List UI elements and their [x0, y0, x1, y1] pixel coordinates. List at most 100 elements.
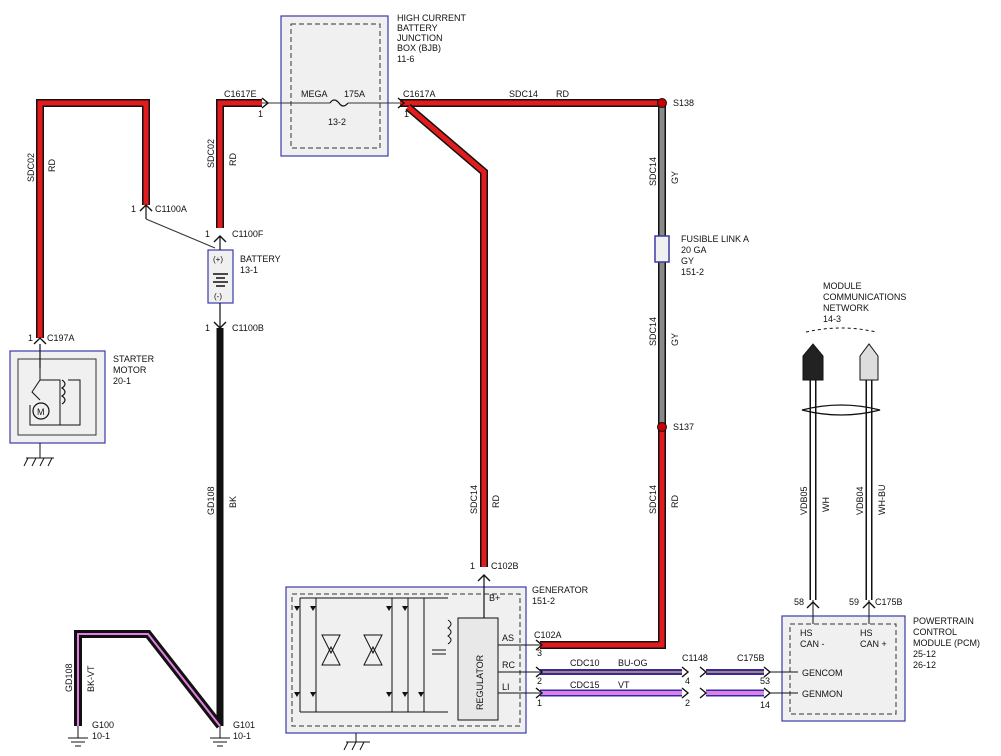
- color-buog: BU-OG: [618, 658, 648, 668]
- bjb-label-3: JUNCTION: [397, 33, 443, 43]
- fusible-link-gauge: 20 GA: [681, 245, 707, 255]
- pin-c1100a: 1: [131, 204, 136, 214]
- fuse-name: MEGA: [301, 89, 328, 99]
- connector-c197a-icon: [33, 337, 47, 345]
- circuit-vdb05: VDB05: [799, 486, 809, 515]
- connector-c1100a: C1100A: [155, 204, 187, 214]
- connector-c102b: C102B: [491, 561, 519, 571]
- mcn-label-1: MODULE: [823, 281, 862, 291]
- starter-label-2: MOTOR: [113, 365, 147, 375]
- ground-g100-ref: 10-1: [92, 731, 110, 741]
- generator-label: GENERATOR: [532, 585, 589, 595]
- ground-g101-label: G101: [233, 720, 255, 730]
- circuit-sdc14-top: SDC14: [509, 89, 538, 99]
- connector-c175b-side: C175B: [737, 653, 765, 663]
- pcm-can-minus-2: CAN -: [800, 639, 825, 649]
- bjb-label-1: HIGH CURRENT: [397, 13, 467, 23]
- rectifier-icon: [299, 597, 452, 713]
- connector-c102b-icon: [477, 574, 491, 582]
- mcn-ref: 14-3: [823, 314, 841, 324]
- splice-s138: [657, 98, 667, 108]
- pcm-genmon: GENMON: [802, 689, 843, 699]
- fuse-icon: [329, 99, 349, 107]
- pcm-label-1: POWERTRAIN: [913, 616, 974, 626]
- circuit-gd108-bkvt: GD108: [64, 663, 74, 692]
- pin-2-vt: 2: [685, 698, 690, 708]
- battery-minus: (-): [214, 292, 222, 301]
- wire-sdc14-generator: [406, 105, 487, 567]
- starter-box: [9, 350, 106, 444]
- pcm-label-3: MODULE (PCM): [913, 638, 980, 648]
- ground-g100-label: G100: [92, 720, 114, 730]
- connector-c102a: C102A: [534, 630, 562, 640]
- connector-c1617e-icon: [261, 97, 270, 109]
- wire-sdc02-battery: [216, 99, 262, 228]
- connector-c197a: C197A: [47, 333, 75, 343]
- pin-53: 53: [760, 676, 770, 686]
- connector-c1148: C1148: [682, 653, 708, 663]
- fuse-ref: 13-2: [328, 117, 346, 127]
- battery-ref: 13-1: [240, 265, 258, 275]
- fusible-link-color: GY: [681, 256, 694, 266]
- color-whbu: WH-BU: [877, 485, 887, 516]
- connector-c1617a: C1617A: [403, 89, 436, 99]
- pin-58: 58: [794, 597, 804, 607]
- splice-s137-label: S137: [673, 422, 694, 432]
- battery-label: BATTERY: [240, 254, 281, 264]
- color-gy-upper: GY: [670, 171, 680, 184]
- connector-c1148-icon: [681, 666, 708, 678]
- pin-rc: RC: [502, 660, 515, 670]
- pin-4: 4: [685, 676, 690, 686]
- motor-icon: [32, 402, 50, 420]
- pcm-ref-2: 26-12: [913, 660, 936, 670]
- mcn-label-3: NETWORK: [823, 303, 869, 313]
- pcm-can-plus-1: HS: [860, 628, 873, 638]
- pin-c197a: 1: [28, 333, 33, 343]
- pcm-can-minus-1: HS: [800, 628, 813, 638]
- circuit-sdc14-as: SDC14: [648, 485, 658, 514]
- splice-s137: [657, 422, 667, 432]
- pin-59: 59: [849, 597, 859, 607]
- fusible-link-label: FUSIBLE LINK A: [681, 234, 749, 244]
- splice-s138-label: S138: [673, 98, 694, 108]
- pin-li: LI: [502, 682, 510, 692]
- wire-sdc02-starter: [36, 99, 150, 338]
- pin-c1100f: 1: [205, 229, 210, 239]
- regulator-label: REGULATOR: [475, 654, 485, 710]
- color-rd-top: RD: [556, 89, 569, 99]
- pcm-ref-1: 25-12: [913, 649, 936, 659]
- twisted-pair-icon: [801, 404, 881, 416]
- starter-label-1: STARTER: [113, 354, 155, 364]
- connector-c1100b: C1100B: [232, 323, 264, 333]
- pcm-can-plus-2: CAN +: [860, 639, 887, 649]
- generator-ref: 151-2: [532, 596, 555, 606]
- bjb-label-4: BOX (BJB): [397, 43, 441, 53]
- bjb-label-2: BATTERY: [397, 23, 438, 33]
- ground-g101-icon: [210, 726, 230, 747]
- color-bk: BK: [228, 496, 238, 508]
- pcm-box: [781, 615, 906, 722]
- fusible-link-icon: [654, 235, 670, 263]
- pin-c1617e: 1: [258, 109, 263, 119]
- bjb-ref: 11-6: [397, 54, 414, 64]
- connector-c102a-icon: [535, 639, 544, 651]
- circuit-sdc02-starter: SDC02: [26, 153, 36, 182]
- battery-plus: (+): [213, 255, 223, 264]
- connector-c1617a-icon: [397, 97, 406, 109]
- generator-ground-icon: [343, 733, 370, 751]
- bjb-box: [280, 15, 389, 157]
- connector-c175b-top: C175B: [875, 597, 903, 607]
- color-vt: VT: [618, 680, 630, 690]
- color-wh: WH: [821, 497, 831, 512]
- regulator-block: [457, 617, 499, 721]
- wire-gd108-bkvt: [74, 630, 224, 729]
- can-minus-network-icon: [802, 343, 824, 381]
- wire-sdc14-as: [540, 427, 665, 648]
- pcm-gencom: GENCOM: [802, 668, 843, 678]
- battery-box: [207, 249, 234, 304]
- starter-ground-icon: [23, 457, 54, 467]
- fusible-link-ref: 151-2: [681, 267, 704, 277]
- solenoid-coil-icon: [60, 379, 66, 405]
- can-plus-network-icon: [859, 343, 879, 381]
